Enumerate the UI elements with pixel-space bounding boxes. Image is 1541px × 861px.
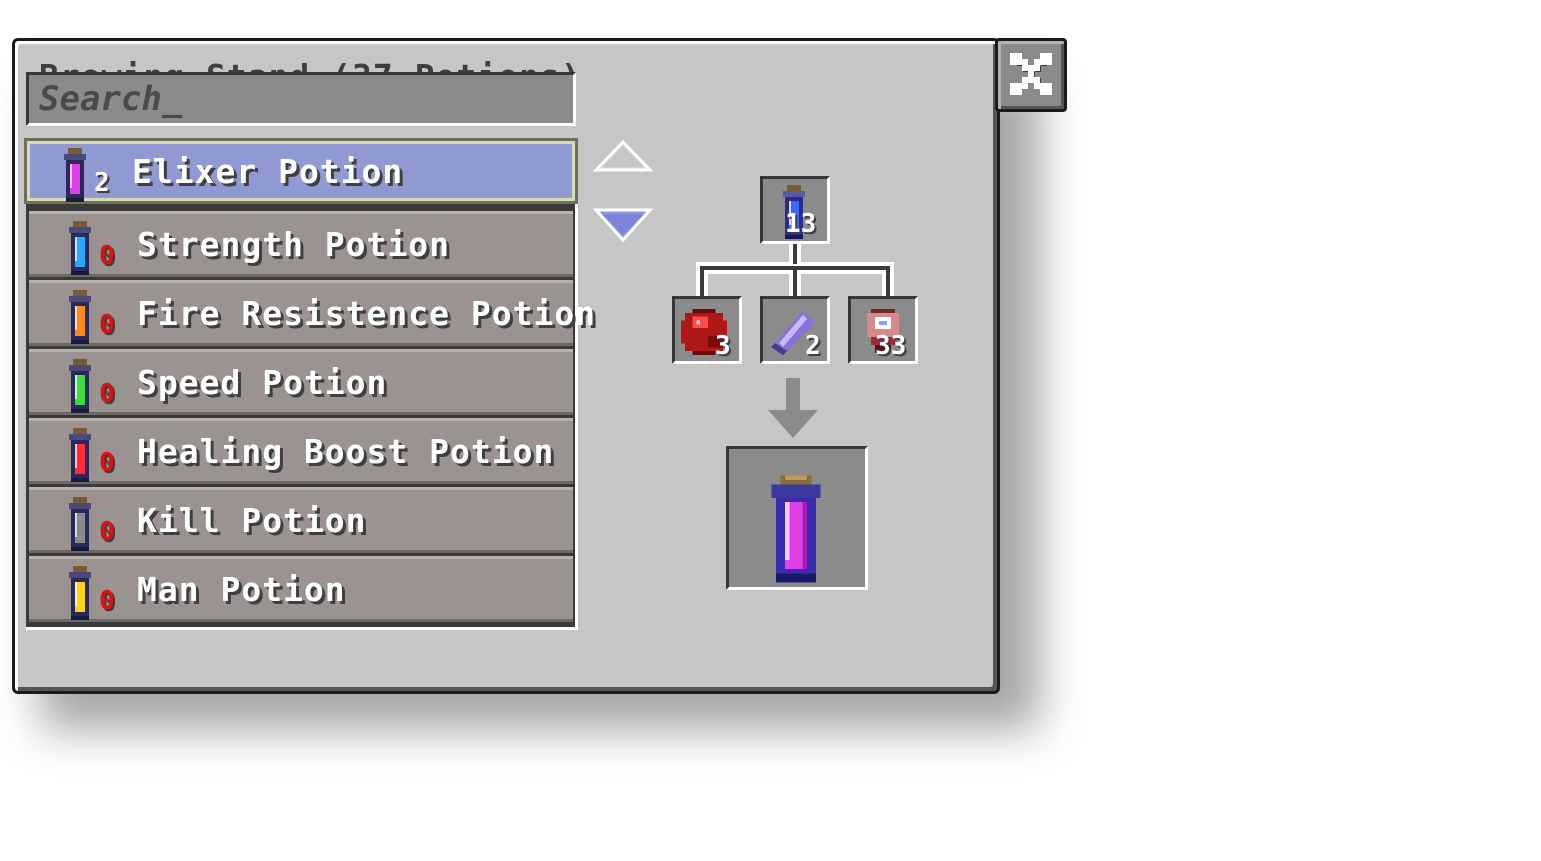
- ingredient-count-1: 3: [715, 331, 731, 361]
- ingredient-slot-2[interactable]: 2: [760, 296, 830, 364]
- potion-count: 0: [99, 586, 115, 616]
- scroll-down-arrow-icon[interactable]: [588, 206, 658, 250]
- potion-list-item[interactable]: 2 Elixer Potion: [24, 138, 578, 204]
- scroll-up-arrow-icon[interactable]: [588, 136, 658, 176]
- potion-name: Strength Potion: [137, 225, 451, 264]
- potion-count: 0: [99, 448, 115, 478]
- potion-count: 0: [99, 517, 115, 547]
- ingredient-slot-3[interactable]: 33: [848, 296, 918, 364]
- potion-count: 0: [99, 310, 115, 340]
- potion-bottle-icon: [64, 148, 86, 202]
- potion-list-item[interactable]: 0 Man Potion: [29, 556, 573, 622]
- potion-bottle-icon: [69, 566, 91, 620]
- search-placeholder: Search_: [39, 79, 183, 119]
- purple-crystal-icon: [771, 311, 815, 355]
- spider-eye-icon: [867, 309, 899, 353]
- potion-name: Man Potion: [137, 570, 346, 609]
- potion-list-item[interactable]: 0 Speed Potion: [29, 349, 573, 415]
- potion-list-item[interactable]: 0 Fire Resistence Potion: [29, 280, 595, 346]
- potion-bottle-icon: [69, 290, 91, 344]
- potion-name: Kill Potion: [137, 501, 367, 540]
- potion-bottle-icon: [69, 359, 91, 413]
- potion-list-item[interactable]: 0 Healing Boost Potion: [29, 418, 573, 484]
- potion-name: Fire Resistence Potion: [137, 294, 597, 333]
- potion-count: 2: [94, 168, 110, 198]
- potion-list-item[interactable]: 0 Strength Potion: [29, 211, 573, 277]
- potion-count: 0: [99, 241, 115, 271]
- potion-bottle-icon: [69, 221, 91, 275]
- potion-count: 0: [99, 379, 115, 409]
- magenta-potion-icon: [771, 475, 821, 583]
- potion-name: Speed Potion: [137, 363, 388, 402]
- potion-bottle-icon: [69, 428, 91, 482]
- ingredient-count-2: 2: [805, 331, 821, 361]
- result-potion-slot[interactable]: [726, 446, 868, 590]
- base-potion-slot[interactable]: 13: [760, 176, 830, 244]
- redstone-ruby-icon: [681, 309, 727, 355]
- ingredient-count-3: 33: [875, 331, 907, 361]
- blue-potion-icon: [783, 185, 805, 239]
- base-potion-count: 13: [785, 209, 817, 239]
- close-icon: [1010, 53, 1052, 95]
- ingredient-slot-1[interactable]: 3: [672, 296, 742, 364]
- potion-name: Elixer Potion: [132, 152, 404, 191]
- close-button[interactable]: [995, 38, 1067, 112]
- search-input[interactable]: Search_: [26, 72, 576, 126]
- potion-bottle-icon: [69, 497, 91, 551]
- potion-name: Healing Boost Potion: [137, 432, 555, 471]
- potion-list-item[interactable]: 0 Kill Potion: [29, 487, 573, 553]
